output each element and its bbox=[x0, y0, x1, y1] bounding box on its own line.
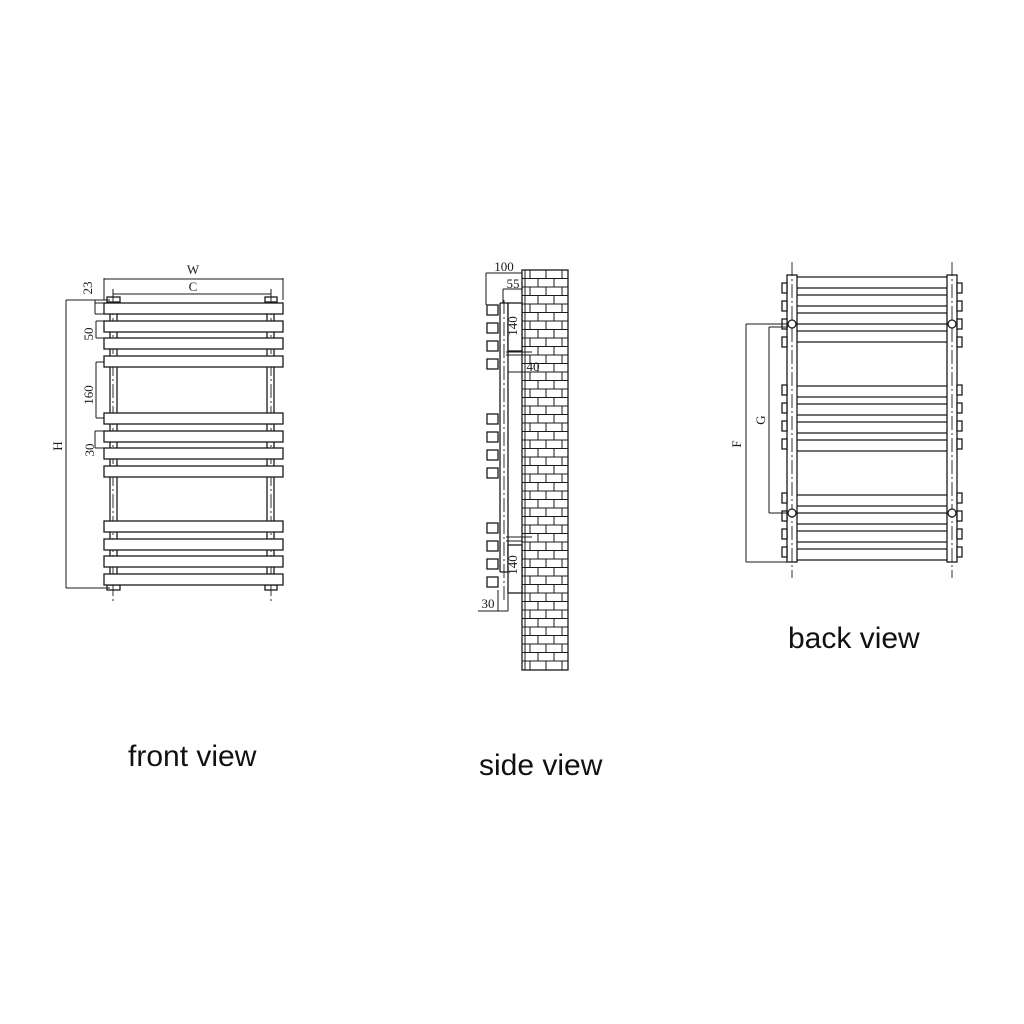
bar-stub-right bbox=[956, 546, 963, 558]
bar-stub bbox=[486, 540, 499, 552]
towel-bar bbox=[103, 465, 284, 478]
dimension-label-100: 100 bbox=[494, 259, 514, 274]
bar-stub bbox=[486, 340, 499, 352]
bar-stub-right bbox=[956, 438, 963, 450]
bar-stub-right bbox=[956, 402, 963, 414]
front-view-caption: front view bbox=[128, 740, 257, 773]
dimension-label-40: 40 bbox=[527, 359, 540, 374]
bar-stub-right bbox=[956, 336, 963, 348]
bar-stub-left bbox=[781, 420, 788, 432]
bar-stub bbox=[486, 413, 499, 425]
side-view-drawing: 100 55 140 40 140 30 bbox=[478, 259, 569, 671]
towel-bar bbox=[103, 447, 284, 460]
bar-stub-left bbox=[781, 402, 788, 414]
towel-bar bbox=[103, 555, 284, 568]
towel-bar bbox=[103, 337, 284, 350]
bar-stub-left bbox=[781, 546, 788, 558]
dimension-label-30: 30 bbox=[82, 444, 97, 457]
bar-stub bbox=[486, 467, 499, 479]
bar-stub-left bbox=[781, 300, 788, 312]
bar-stub bbox=[486, 304, 499, 316]
bar-stub-right bbox=[956, 282, 963, 294]
towel-bar bbox=[103, 538, 284, 551]
bar-stub-left bbox=[781, 384, 788, 396]
dimension-label-c: C bbox=[189, 279, 198, 294]
towel-bar bbox=[103, 412, 284, 425]
fixing-point bbox=[787, 319, 797, 329]
bar-stub bbox=[486, 558, 499, 570]
bar-stub-left bbox=[781, 282, 788, 294]
towel-bar bbox=[103, 302, 284, 315]
fixing-point bbox=[947, 508, 957, 518]
dimension-label-30: 30 bbox=[482, 596, 495, 611]
brick-pattern bbox=[522, 269, 568, 670]
bar-stub-right bbox=[956, 384, 963, 396]
bar-stub-left bbox=[781, 492, 788, 504]
bar-stub bbox=[486, 322, 499, 334]
bar-stub bbox=[486, 431, 499, 443]
dimension-label-f: F bbox=[729, 440, 744, 447]
dimension-label-140-top: 140 bbox=[505, 316, 520, 336]
dimension-label-140-bottom: 140 bbox=[505, 555, 520, 575]
dimension-label-55: 55 bbox=[507, 276, 520, 291]
back-view-caption: back view bbox=[788, 622, 920, 655]
bar-stub-right bbox=[956, 420, 963, 432]
bar-stub bbox=[486, 522, 499, 534]
bar-stub-right bbox=[956, 300, 963, 312]
dimension-label-160: 160 bbox=[81, 385, 96, 405]
fixing-point bbox=[947, 319, 957, 329]
towel-bar bbox=[103, 355, 284, 368]
towel-bar bbox=[103, 430, 284, 443]
bar-stub bbox=[486, 449, 499, 461]
bar-stub-left bbox=[781, 438, 788, 450]
dimension-label-h: H bbox=[50, 441, 65, 450]
dimension-label-w: W bbox=[187, 262, 200, 277]
bar-stub bbox=[486, 576, 499, 588]
bar-stub-left bbox=[781, 510, 788, 522]
bar-stub-left bbox=[781, 528, 788, 540]
bar-stub bbox=[486, 358, 499, 370]
brick-wall bbox=[521, 269, 569, 671]
bar-stub-right bbox=[956, 318, 963, 330]
front-view-drawing: WC H 23 50 160 30 bbox=[50, 262, 284, 602]
side-view-caption: side view bbox=[479, 749, 603, 782]
bar-stub-right bbox=[956, 492, 963, 504]
bar-stub-left bbox=[781, 336, 788, 348]
dimension-label-50: 50 bbox=[81, 328, 96, 341]
fixing-point bbox=[787, 508, 797, 518]
dimension-label-g: G bbox=[753, 415, 768, 424]
towel-bar bbox=[103, 520, 284, 533]
dimension-label-23: 23 bbox=[80, 282, 95, 295]
bar-stub-right bbox=[956, 528, 963, 540]
bottom-bracket bbox=[507, 544, 523, 594]
back-view-drawing: FG bbox=[729, 262, 963, 578]
towel-bar bbox=[103, 573, 284, 586]
bar-stub-right bbox=[956, 510, 963, 522]
towel-bar bbox=[103, 320, 284, 333]
top-bracket bbox=[507, 302, 523, 352]
